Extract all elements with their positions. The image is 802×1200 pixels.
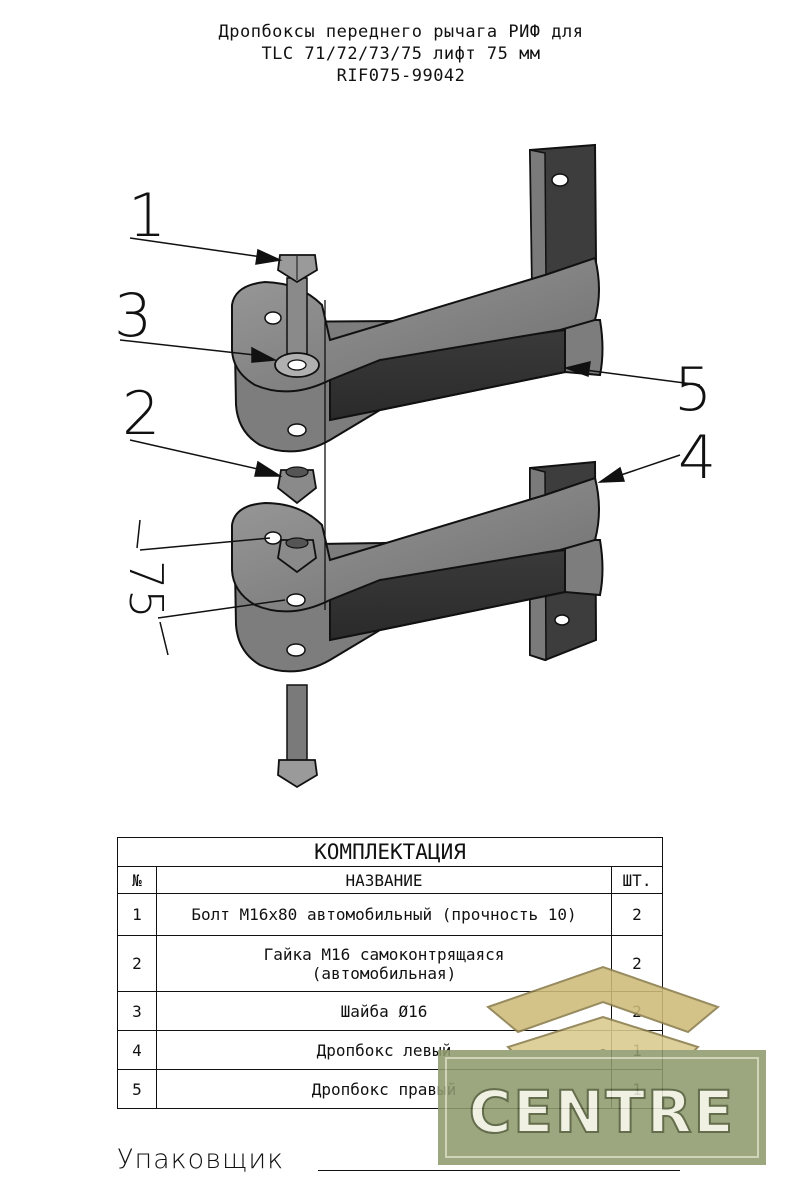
spec-caption: КОМПЛЕКТАЦИЯ (117, 837, 663, 867)
washer (274, 352, 320, 378)
table-row: 1 Болт М16х80 автомобильный (прочность 1… (117, 893, 663, 936)
packer-signature-line (318, 1170, 680, 1171)
callout-1: 1 (128, 181, 166, 251)
col-header-qty: ШТ. (611, 866, 663, 894)
title-line-2: TLC 71/72/73/75 лифт 75 мм (261, 44, 541, 64)
leader-lines (119, 237, 701, 656)
title-line-1: Дропбоксы переднего рычага РИФ для (218, 22, 584, 42)
row-no: 3 (117, 991, 157, 1031)
callout-2: 2 (122, 379, 160, 449)
dimension-75: 75 (119, 560, 173, 619)
centre-logo: CENTRE (438, 965, 766, 1165)
row-no: 5 (117, 1069, 157, 1109)
packer-label: Упаковщик (117, 1144, 285, 1175)
spec-table: КОМПЛЕКТАЦИЯ № НАЗВАНИЕ ШТ. 1 Болт М16х8… (117, 837, 663, 1109)
row-no: 1 (117, 893, 157, 936)
title-line-3: RIF075-99042 (336, 66, 466, 86)
callout-3: 3 (114, 281, 152, 351)
col-header-no: № (117, 866, 157, 894)
bolt-top (277, 254, 318, 369)
dropbox-right (231, 143, 604, 453)
logo-text: CENTRE (469, 1078, 736, 1146)
col-header-name: НАЗВАНИЕ (156, 866, 612, 894)
nut-installed (277, 537, 317, 574)
row-no: 2 (117, 935, 157, 992)
row-no: 4 (117, 1030, 157, 1070)
row-qty: 2 (611, 893, 663, 936)
dropbox-left (231, 460, 604, 673)
bolt-bottom (277, 684, 318, 789)
assembly-drawing: 1 3 2 5 4 75 (114, 143, 716, 789)
row-name: Болт М16х80 автомобильный (прочность 10) (156, 893, 612, 936)
callout-4: 4 (678, 423, 716, 493)
nut (277, 466, 317, 505)
callout-5: 5 (674, 355, 712, 425)
